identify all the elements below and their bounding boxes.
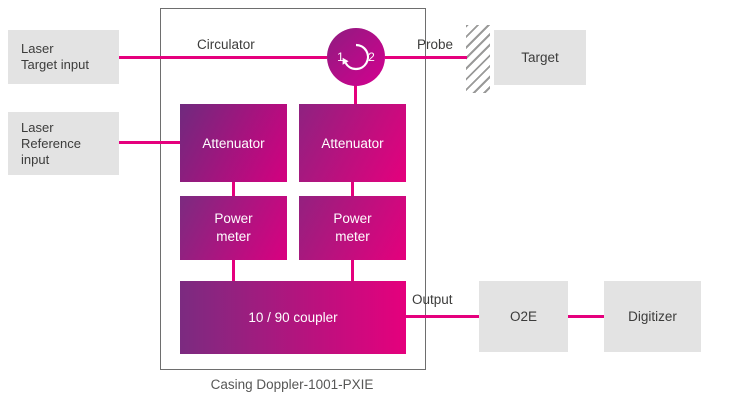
attenuator-right-block: Attenuator [299,104,406,182]
circulator-svg: 1 2 [327,28,385,86]
digitizer-box: Digitizer [604,281,701,352]
line-attenuator-right-to-power-meter-right [351,181,354,196]
circulator-icon: 1 2 [327,28,385,86]
line-laser-reference-to-attenuator [119,141,180,144]
line-attenuator-left-to-power-meter-left [232,181,235,196]
line-circulator-to-target-wall [385,56,467,59]
laser-target-line1: Laser [21,41,54,56]
power-meter-right-block: Power meter [299,196,406,260]
power-meter-right-label: Power meter [333,211,372,244]
probe-label: Probe [417,37,454,52]
power-meter-left-label: Power meter [214,211,253,244]
laser-reference-input-box: Laser Reference input [8,112,119,175]
laser-reference-line2: Reference [21,135,81,151]
circulator-port-1: 1 [337,50,344,64]
line-circulator-to-attenuator-right [354,84,357,104]
attenuator-right-label: Attenuator [321,135,384,151]
laser-reference-line1: Laser [21,119,54,135]
line-laser-target-to-circulator [119,56,327,59]
line-power-meter-right-to-coupler [351,259,354,281]
target-wall-hatch-icon [466,25,490,93]
attenuator-left-label: Attenuator [202,135,265,151]
target-box: Target [494,30,586,85]
laser-target-input-box: Laser Target input [8,30,119,84]
circulator-port-2: 2 [368,50,375,64]
casing-outline [160,8,426,370]
attenuator-left-block: Attenuator [180,104,287,182]
circulator-arrowhead-icon [342,57,349,65]
o2e-box: O2E [479,281,568,352]
target-label: Target [521,50,559,65]
laser-reference-line3: input [21,151,50,167]
coupler-block: 10 / 90 coupler [180,281,406,354]
line-o2e-to-digitizer [568,315,604,318]
digitizer-label: Digitizer [628,309,677,324]
output-label: Output [412,292,453,307]
o2e-label: O2E [509,309,537,324]
circulator-arrow-arc [344,43,370,71]
coupler-label: 10 / 90 coupler [248,310,338,325]
circulator-circle [327,28,385,86]
power-meter-left-block: Power meter [180,196,287,260]
line-power-meter-left-to-coupler [232,259,235,281]
casing-caption: Casing Doppler-1001-PXIE [210,377,374,392]
line-coupler-to-o2e [406,315,479,318]
circulator-label: Circulator [197,37,255,52]
laser-target-line2: Target input [21,57,89,72]
